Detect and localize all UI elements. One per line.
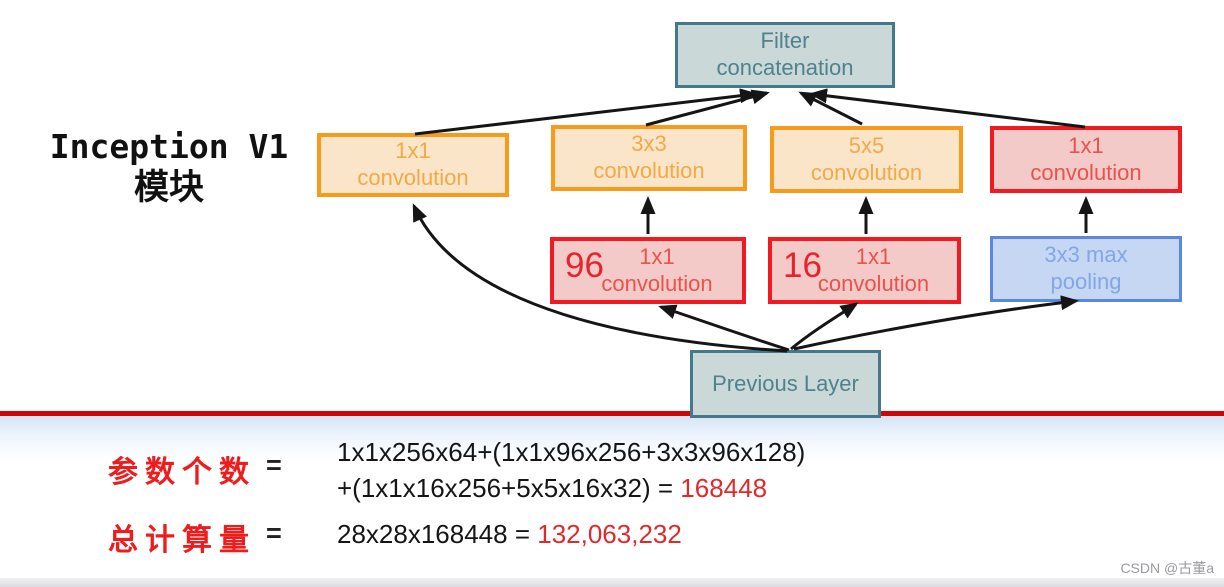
- box-label-line1: 5x5: [848, 132, 885, 158]
- calc-panel: 参数个数 = 1x1x256x64+(1x1x96x256+3x3x96x128…: [0, 416, 1224, 587]
- params-formula-line1: 1x1x256x64+(1x1x96x256+3x3x96x128): [337, 437, 806, 467]
- box-label-line2: convolution: [810, 159, 923, 185]
- bottom-gray-bar: [0, 578, 1224, 587]
- figure-title-line2: 模块: [133, 168, 204, 208]
- flops-formula: 28x28x168448 = 132,063,232: [337, 516, 682, 552]
- figure-title: Inception V1 模块: [40, 126, 298, 209]
- box-label-line1: 3x3 max: [1044, 242, 1128, 268]
- box-label-line2: concatenation: [716, 55, 854, 80]
- arrow-prev-to-16: [790, 302, 859, 351]
- arrow-prev-to-96: [658, 304, 790, 352]
- box-label: Previous Layer: [712, 370, 859, 396]
- box-label-line2: convolution: [1030, 159, 1142, 185]
- flops-equals-sign: =: [266, 518, 282, 548]
- box-label-line1: 1x1: [639, 243, 675, 269]
- max-pooling-box: 3x3 max pooling: [990, 236, 1182, 302]
- params-equals-sign: =: [266, 450, 282, 480]
- box-label-line1: Filter: [760, 28, 810, 54]
- box-label-line2: convolution: [601, 270, 713, 296]
- flops-expression: 28x28x168448 =: [337, 519, 538, 549]
- channel-count-96: 96: [565, 246, 604, 285]
- arrow-5x5-to-concat: [798, 91, 863, 126]
- arrow-proj-to-concat: [809, 88, 1086, 129]
- branch-box-5x5-convolution: 5x5 convolution: [770, 126, 963, 193]
- box-label-line2: pooling: [1050, 269, 1122, 294]
- box-label-line1: 1x1: [1068, 132, 1104, 158]
- figure-title-line1: Inception V1: [49, 127, 289, 166]
- filter-concatenation-box: Filter concatenation: [675, 22, 895, 88]
- flops-result: 132,063,232: [537, 519, 682, 549]
- csdn-watermark: CSDN @古董a: [1120, 560, 1214, 576]
- arrow-prev-to-pool: [793, 295, 1079, 351]
- branch-box-1x1-projection: 1x1 convolution: [990, 126, 1182, 193]
- branch-box-1x1-convolution: 1x1 convolution: [317, 133, 509, 197]
- box-label-line2: convolution: [817, 270, 930, 296]
- box-label-line2: convolution: [593, 158, 705, 183]
- channel-count-16: 16: [783, 246, 822, 285]
- box-label-line1: 1x1: [855, 243, 892, 269]
- flops-label: 总计算量: [108, 524, 256, 557]
- box-label-line1: 1x1: [395, 138, 431, 164]
- params-result: 168448: [680, 473, 768, 503]
- reducer-box-96-1x1: 96 1x1 convolution: [550, 237, 746, 304]
- params-formula: 1x1x256x64+(1x1x96x256+3x3x96x128) +(1x1…: [337, 434, 805, 506]
- params-formula-line2: +(1x1x16x256+5x5x16x32) =: [337, 473, 681, 503]
- params-count-label: 参数个数: [108, 456, 256, 489]
- previous-layer-box: Previous Layer: [690, 350, 881, 418]
- box-label-line1: 3x3: [631, 131, 667, 157]
- red-divider-line: [0, 411, 1224, 416]
- box-label-line2: convolution: [357, 165, 469, 190]
- arrow-3x3-to-concat: [645, 89, 770, 127]
- branch-box-3x3-convolution: 3x3 convolution: [551, 125, 747, 191]
- arrow-layer: [412, 88, 1094, 353]
- reducer-box-16-1x1: 16 1x1 convolution: [768, 237, 961, 304]
